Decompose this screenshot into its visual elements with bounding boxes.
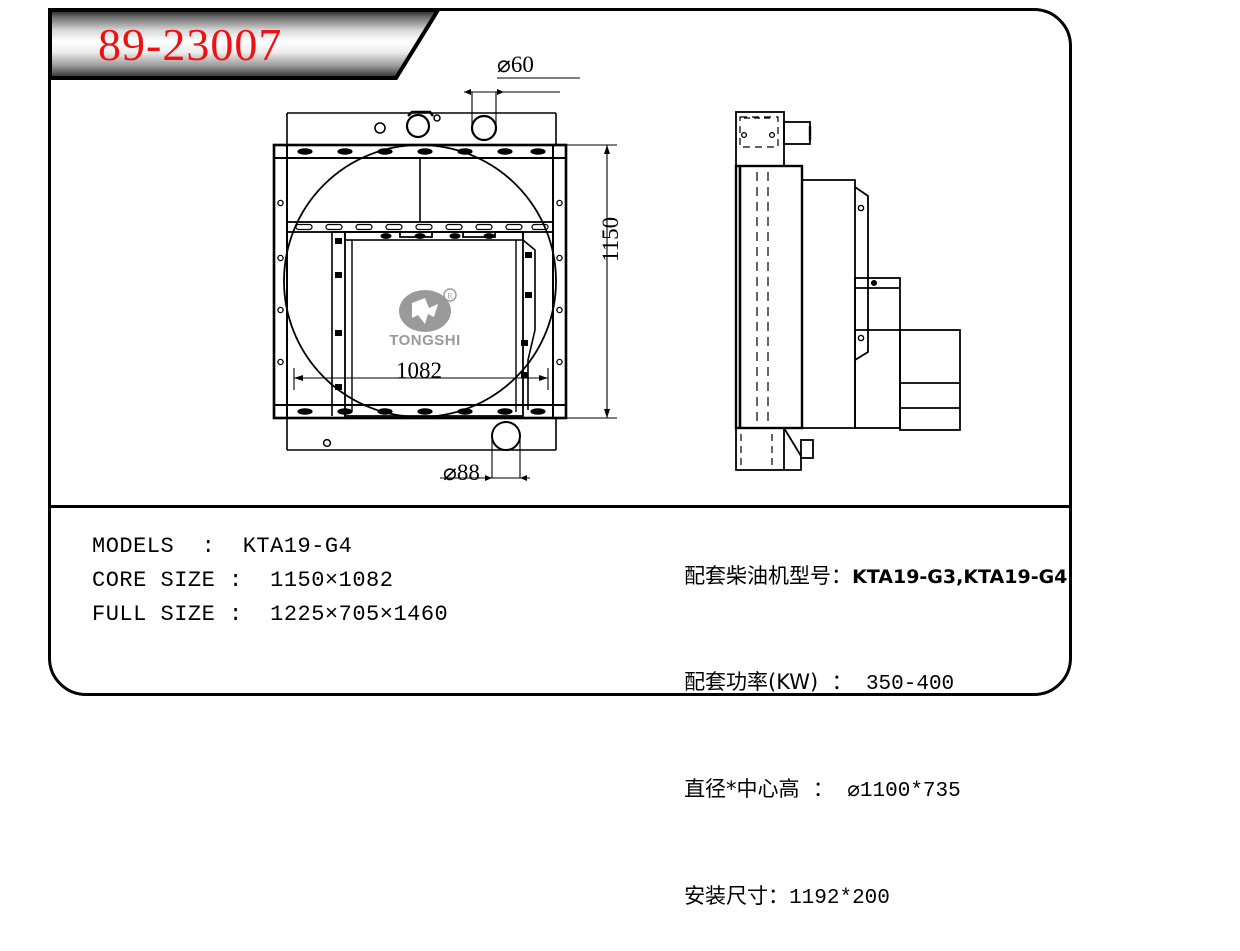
engine-model-value: KTA19-G3,KTA19-G4 — [852, 566, 1068, 588]
spec-row-core-size: CORE SIZE : 1150×1082 — [92, 568, 394, 593]
svg-text:R: R — [447, 292, 453, 301]
spec-row-mounting-size: 安装尺寸：1192*200 — [644, 844, 1064, 951]
ribbon-shape — [48, 8, 440, 80]
spec-row-full-size: FULL SIZE : 1225×705×1460 — [92, 602, 449, 627]
tongshi-logo: R TONGSHI — [372, 287, 478, 353]
title-banner: 89-23007 — [48, 8, 440, 80]
sheet-border — [48, 8, 1072, 696]
part-number-label: 89-23007 — [98, 19, 283, 70]
svg-text:TONGSHI: TONGSHI — [389, 332, 461, 349]
mounting-size-value: 1192*200 — [789, 887, 890, 910]
drawing-sheet: 89-23007 R TONGSHI ⌀60 ⌀88 1082 1150 MOD… — [48, 8, 1072, 910]
dimension-label-core-height: 1150 — [598, 216, 623, 262]
panel-divider — [48, 505, 1072, 508]
spec-row-engine-model: 配套柴油机型号：KTA19-G3,KTA19-G4 — [644, 524, 1068, 630]
mounting-size-label: 安装尺寸： — [684, 884, 790, 908]
diameter-height-value: ⌀1100*735 — [847, 780, 961, 803]
power-value: 350-400 — [865, 673, 955, 696]
spec-row-diameter-height: 直径*中心高 ： ⌀1100*735 — [644, 737, 1064, 844]
logo-graphic: R TONGSHI — [389, 288, 461, 349]
spec-row-models: MODELS : KTA19-G4 — [92, 534, 353, 559]
spec-panel-right: 配套柴油机型号：KTA19-G3,KTA19-G4 配套功率(KW) ： 350… — [644, 524, 1068, 951]
diameter-height-label: 直径*中心高 ： — [684, 777, 848, 801]
engine-model-label: 配套柴油机型号： — [684, 564, 853, 588]
dimension-label-core-width: 1082 — [396, 358, 442, 383]
power-label: 配套功率(KW) ： — [684, 670, 866, 694]
spec-panel-left: MODELS : KTA19-G4 CORE SIZE : 1150×1082 … — [92, 530, 592, 632]
spec-row-power: 配套功率(KW) ： 350-400 — [644, 630, 1064, 737]
dimension-label-outlet: ⌀88 — [443, 460, 480, 485]
dimension-label-inlet: ⌀60 — [497, 52, 534, 77]
